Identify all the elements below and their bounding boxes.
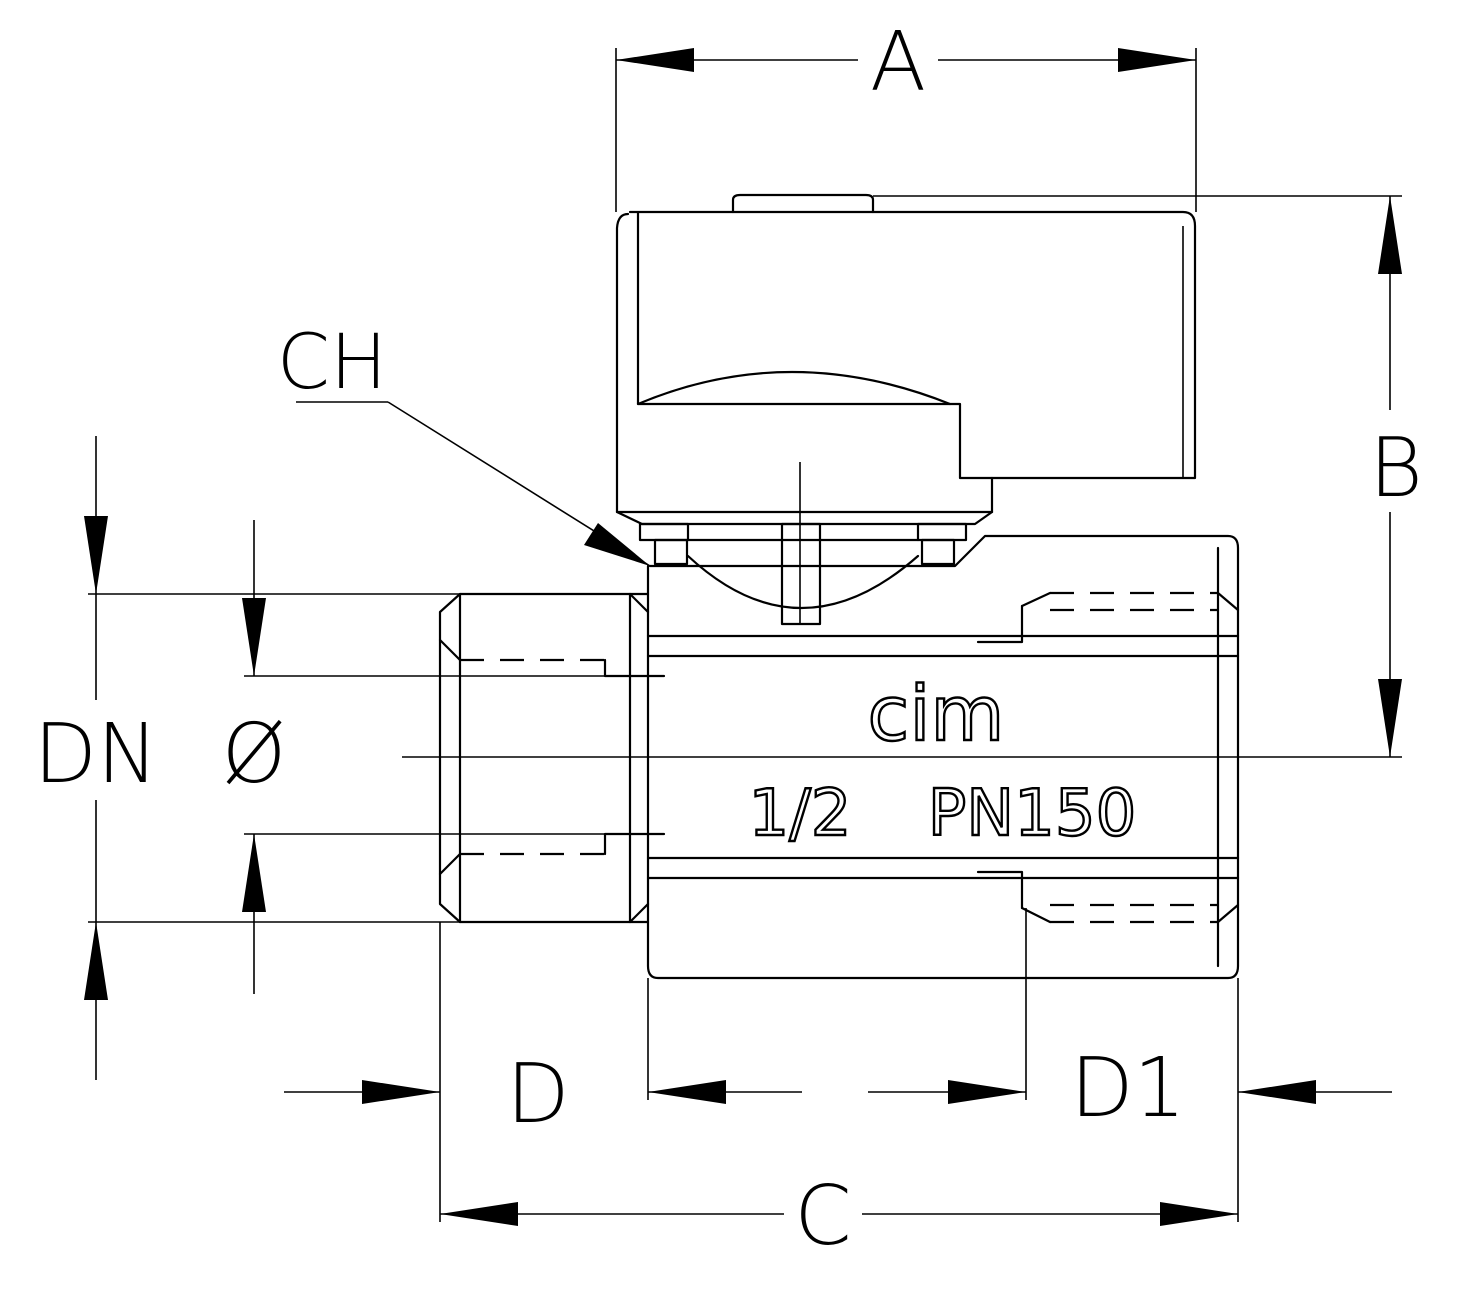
dimension-ch-label: CH bbox=[277, 317, 387, 406]
dimension-a-label: A bbox=[870, 15, 926, 110]
dimension-diameter: Ø bbox=[222, 520, 605, 994]
dimension-b-label: B bbox=[1369, 421, 1423, 516]
dimension-c: C bbox=[440, 1169, 1238, 1264]
dimension-dn: DN bbox=[34, 436, 460, 1080]
dimension-c-label: C bbox=[794, 1169, 851, 1264]
dimension-d-label: D bbox=[506, 1047, 569, 1142]
dimension-dn-label: DN bbox=[34, 707, 158, 802]
brand-marking: cim bbox=[868, 669, 1005, 758]
dimension-b: B bbox=[873, 195, 1423, 757]
pressure-marking: PN150 bbox=[928, 777, 1137, 851]
size-marking: 1/2 bbox=[749, 777, 852, 851]
dimension-d1-label: D1 bbox=[1070, 1041, 1185, 1136]
valve-body bbox=[646, 534, 1240, 980]
dimension-diameter-label: Ø bbox=[222, 707, 287, 802]
dimension-d1: D1 bbox=[868, 908, 1392, 1222]
dimension-ch: CH bbox=[277, 317, 651, 567]
stem-nut bbox=[638, 522, 968, 626]
male-end bbox=[438, 592, 666, 924]
dimension-a: A bbox=[615, 15, 1197, 212]
handle bbox=[615, 193, 1197, 526]
dimension-d: D bbox=[284, 922, 802, 1222]
